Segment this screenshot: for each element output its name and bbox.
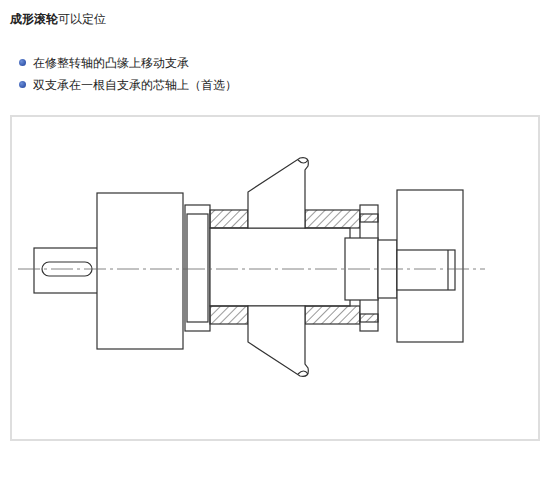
left-flange-inner bbox=[187, 214, 208, 322]
roller-tip bbox=[298, 160, 308, 163]
right-spacer-bottom bbox=[305, 306, 360, 324]
left-flange bbox=[185, 205, 210, 331]
left-spacer-top bbox=[210, 210, 248, 228]
heading-term: 成形滚轮 bbox=[10, 12, 58, 26]
right-nut-bottom bbox=[360, 314, 378, 322]
bullet-dot bbox=[19, 59, 26, 66]
heading-text: 可以定位 bbox=[58, 12, 106, 26]
bullet-text: 在修整转轴的凸缘上移动支承 bbox=[33, 55, 189, 71]
bullet-dot bbox=[19, 81, 26, 88]
right-support-block bbox=[397, 190, 463, 342]
right-nut-top bbox=[360, 214, 378, 222]
roller-tip bbox=[298, 371, 308, 374]
left-support-block bbox=[97, 193, 183, 349]
left-shaft-stub bbox=[34, 248, 98, 293]
left-spacer-bottom bbox=[210, 306, 248, 324]
right-spacer-top bbox=[305, 210, 360, 228]
figure-frame bbox=[11, 116, 539, 440]
spindle-assembly bbox=[34, 158, 463, 377]
form-roller-top bbox=[248, 158, 308, 228]
bullet-text: 双支承在一根自支承的芯轴上（首选） bbox=[33, 77, 237, 93]
right-shaft-stub bbox=[397, 250, 455, 290]
form-roller-bottom bbox=[248, 306, 308, 376]
heading-line: 成形滚轮可以定位 bbox=[10, 11, 106, 27]
center-line bbox=[18, 269, 485, 270]
stub-shoulder bbox=[447, 250, 448, 290]
arbor-shaft bbox=[210, 228, 350, 306]
